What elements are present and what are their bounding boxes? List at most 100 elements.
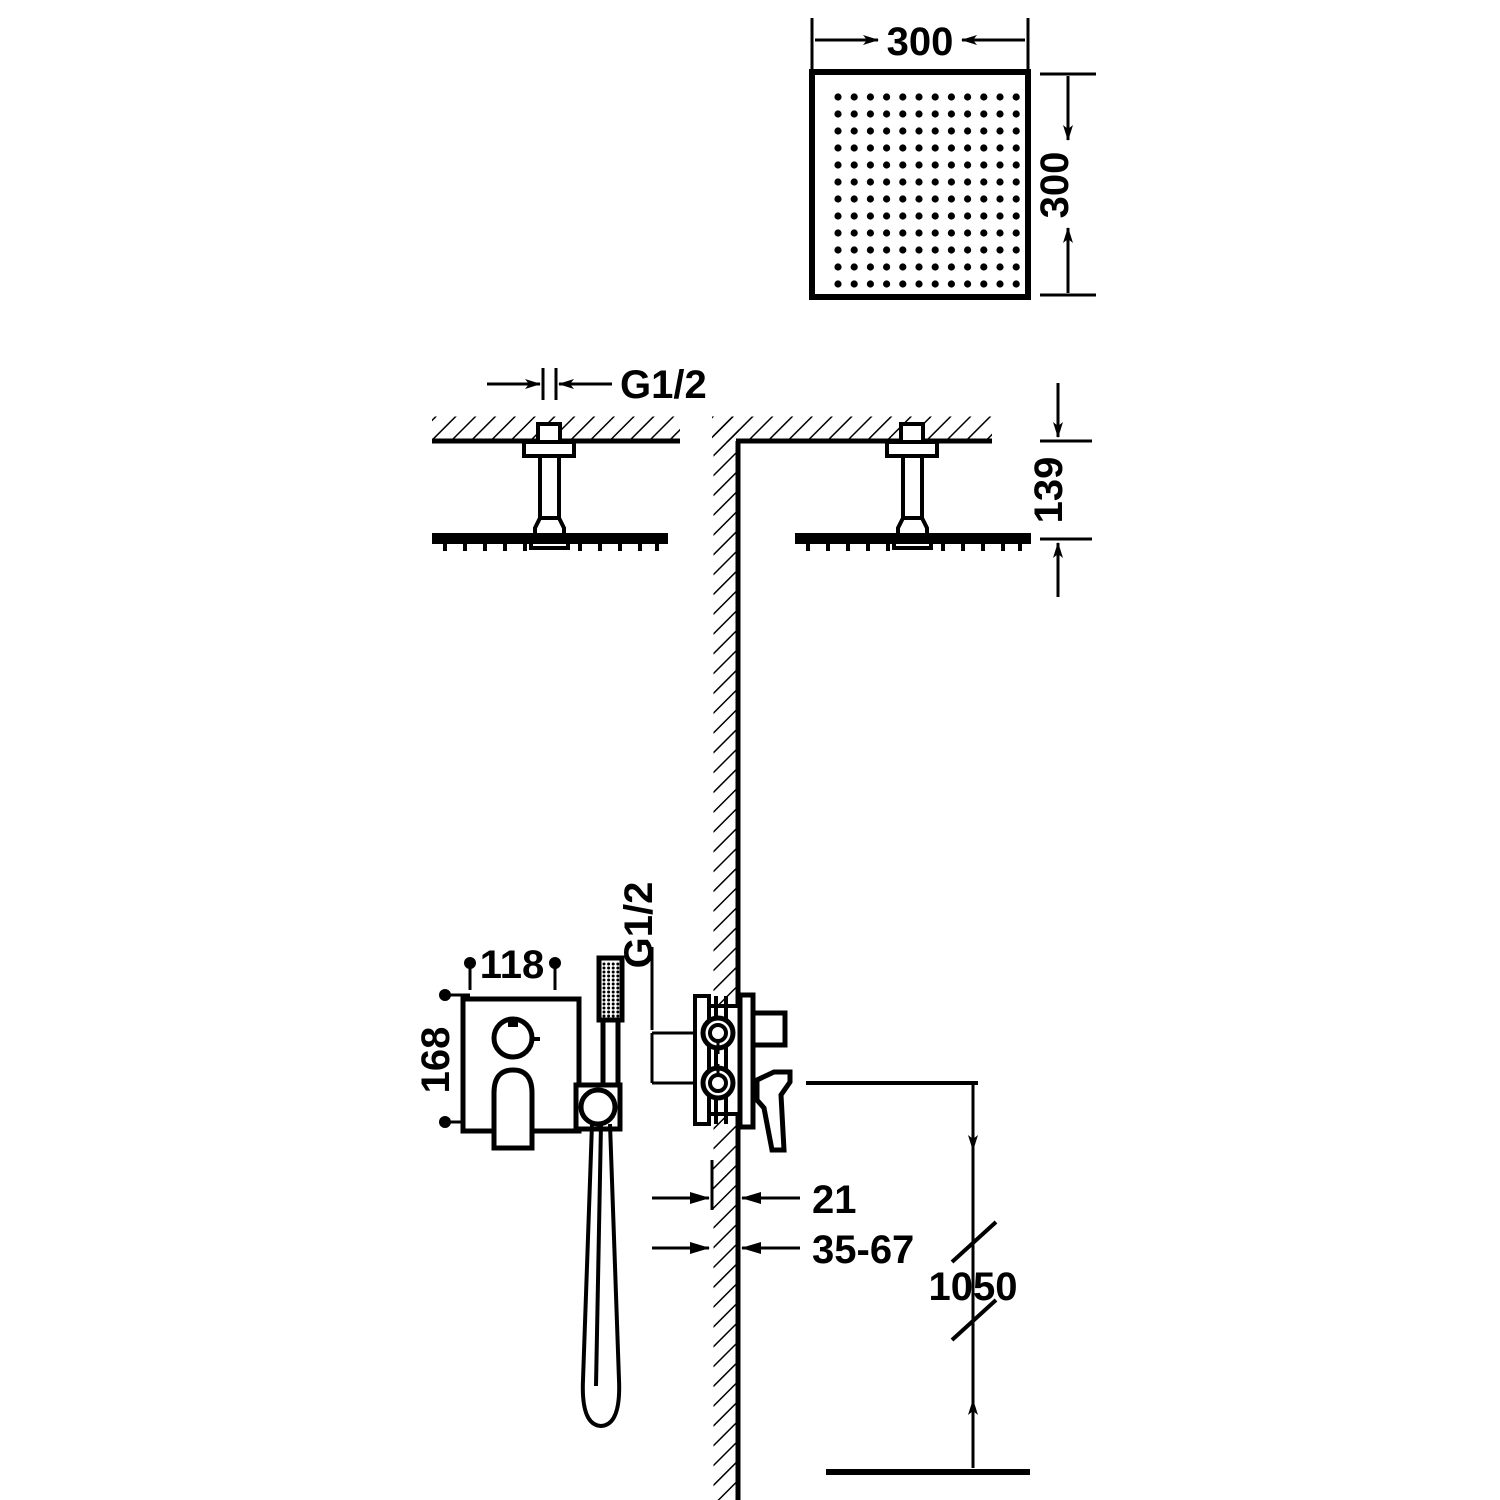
shower-nozzle	[834, 280, 842, 288]
hand-shower-nozzle	[611, 982, 615, 986]
hand-shower-hose	[580, 1123, 622, 1429]
shower-nozzle	[883, 212, 891, 220]
shower-nozzle	[996, 93, 1004, 101]
shower-nozzle	[915, 127, 923, 135]
hand-shower-nozzle	[602, 1014, 606, 1018]
shower-arm-left	[522, 422, 576, 550]
dim-label-valve-thread: G1/2	[617, 882, 661, 969]
ceiling-arm-elevation-view: G1/2	[432, 363, 1092, 1500]
hand-shower-nozzle	[611, 966, 615, 970]
hand-shower-nozzle	[607, 1014, 611, 1018]
hand-shower-nozzle	[602, 994, 606, 998]
shower-nozzle	[866, 110, 875, 118]
shower-nozzle	[883, 93, 891, 101]
hand-shower-nozzle	[602, 1006, 606, 1010]
shower-nozzle	[980, 229, 988, 237]
shower-head-plan-view: 300 300	[809, 18, 1096, 300]
hand-shower-nozzle	[607, 1006, 611, 1010]
shower-nozzle	[834, 195, 842, 203]
shower-nozzle	[883, 127, 891, 135]
hand-shower-nozzle	[607, 978, 611, 982]
hand-shower-nozzle	[611, 1014, 615, 1018]
shower-nozzle	[996, 144, 1004, 152]
hand-shower-nozzle	[616, 1006, 620, 1010]
shower-nozzle	[947, 229, 956, 237]
shower-nozzle	[899, 263, 907, 271]
shower-head-right	[795, 533, 1031, 551]
shower-nozzle	[883, 229, 891, 237]
hand-shower-nozzle	[607, 966, 611, 970]
shower-nozzle	[947, 212, 956, 220]
hand-shower-nozzle	[607, 994, 611, 998]
dimension-mixer-width: 118	[464, 943, 561, 990]
hand-shower-nozzle	[616, 998, 620, 1002]
hand-shower-nozzle	[602, 970, 606, 974]
shower-nozzle	[1012, 229, 1020, 237]
shower-nozzle	[850, 280, 858, 288]
hand-shower-nozzle	[611, 998, 615, 1002]
shower-nozzle	[996, 229, 1004, 237]
shower-nozzle	[915, 93, 923, 101]
section-lever-handle[interactable]	[754, 1069, 793, 1153]
hand-shower-hose-inner	[594, 1123, 603, 1387]
hand-shower-nozzle	[607, 990, 611, 994]
shower-nozzle	[931, 110, 939, 118]
shower-nozzle	[964, 263, 972, 271]
hand-shower-nozzle	[611, 1006, 615, 1010]
shower-nozzle	[866, 127, 875, 135]
shower-nozzle	[964, 127, 972, 135]
shower-nozzle	[866, 229, 875, 237]
hand-shower-nozzle	[602, 1010, 606, 1014]
hand-shower-nozzle	[616, 978, 620, 982]
mixer-lever-handle[interactable]	[491, 1067, 535, 1151]
dimension-head-width: 300	[810, 18, 1030, 72]
dim-label-head-height: 300	[1033, 152, 1077, 219]
shower-nozzle	[899, 178, 907, 186]
hand-shower-nozzle	[607, 982, 611, 986]
shower-nozzle	[980, 127, 988, 135]
shower-nozzle	[931, 280, 939, 288]
shower-nozzle	[947, 161, 956, 169]
shower-nozzle	[850, 263, 858, 271]
shower-nozzle	[915, 229, 923, 237]
dimension-install-depth: 35-67	[652, 1210, 914, 1272]
hand-shower-nozzle	[602, 1002, 606, 1006]
shower-nozzle	[834, 144, 842, 152]
shower-nozzle	[1012, 195, 1020, 203]
shower-nozzle	[899, 161, 907, 169]
hand-shower-nozzle	[602, 986, 606, 990]
shower-nozzle	[947, 195, 956, 203]
shower-nozzle	[931, 195, 939, 203]
valve-ports	[700, 1015, 736, 1101]
shower-nozzle	[834, 178, 842, 186]
shower-nozzle	[964, 212, 972, 220]
shower-nozzle	[915, 178, 923, 186]
diverter-knob[interactable]	[491, 1016, 540, 1060]
shower-nozzle	[915, 246, 923, 254]
shower-nozzle	[931, 93, 939, 101]
shower-nozzle	[964, 144, 972, 152]
dim-label-arm-drop: 139	[1027, 457, 1071, 524]
hand-shower-nozzle	[616, 982, 620, 986]
shower-nozzle	[980, 195, 988, 203]
shower-nozzle	[899, 229, 907, 237]
dimension-valve-thread: G1/2	[617, 882, 661, 1030]
hand-shower-nozzle	[607, 974, 611, 978]
dim-label-install-depth: 35-67	[812, 1228, 914, 1272]
shower-nozzle	[866, 263, 875, 271]
hand-shower-nozzle	[616, 962, 620, 966]
shower-nozzle	[947, 110, 956, 118]
shower-nozzle	[996, 127, 1004, 135]
section-escutcheon-plate	[737, 992, 756, 1130]
shower-nozzle	[915, 161, 923, 169]
hand-shower-nozzle	[611, 970, 615, 974]
shower-nozzle	[866, 144, 875, 152]
shower-nozzle	[947, 144, 956, 152]
shower-nozzle	[883, 263, 891, 271]
section-diverter-knob[interactable]	[750, 1010, 788, 1048]
shower-nozzle	[834, 110, 842, 118]
shower-nozzle	[899, 280, 907, 288]
hand-shower-nozzle	[607, 1002, 611, 1006]
dim-label-arm-thread: G1/2	[620, 363, 707, 407]
